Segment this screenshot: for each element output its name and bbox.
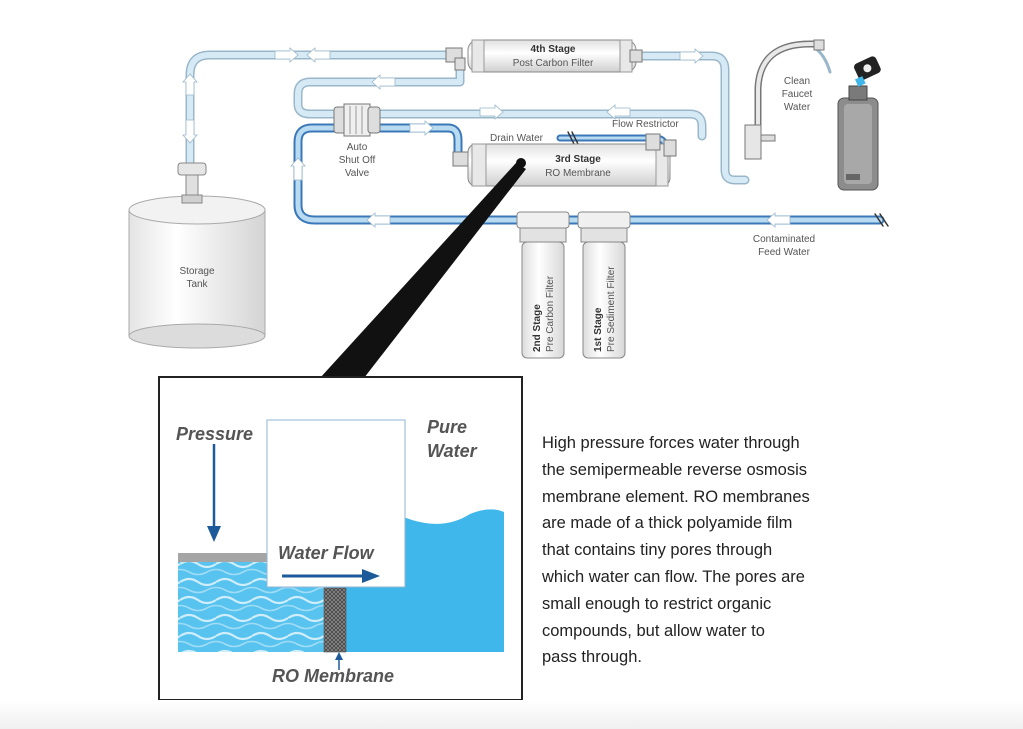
faucet-label-line3: Water xyxy=(784,102,811,113)
faucet-label-line1: Clean xyxy=(784,76,810,87)
inset-pure-water-line2: Water xyxy=(427,441,478,461)
stage1-pre-sediment-filter: 1st Stage Pre Sediment Filter xyxy=(577,211,631,359)
valve-label-line1: Auto xyxy=(347,142,368,153)
stage3-ro-membrane-housing: 3rd Stage RO Membrane xyxy=(452,133,677,187)
description-line: compounds, but allow water to xyxy=(542,621,765,640)
stage2-pre-carbon-filter: 2nd Stage Pre Carbon Filter xyxy=(516,211,570,359)
contaminated-label-line2: Feed Water xyxy=(758,247,811,258)
stage1-subtitle: Pre Sediment Filter xyxy=(606,266,617,352)
description-line: pass through. xyxy=(542,648,642,667)
storage-tank-label-line2: Tank xyxy=(186,279,208,290)
stage1-title: 1st Stage xyxy=(593,307,604,352)
faucet-label-line2: Faucet xyxy=(782,89,813,100)
flow-restrictor-label: Flow Restrictor xyxy=(612,119,679,130)
description-line: the semipermeable reverse osmosis xyxy=(542,460,808,479)
faucet: Clean Faucet Water xyxy=(744,39,825,160)
stage4-subtitle: Post Carbon Filter xyxy=(513,58,594,69)
storage-tank: Storage Tank xyxy=(128,162,266,349)
description-line: membrane element. RO membranes xyxy=(542,487,810,506)
description-line: which water can flow. The pores are xyxy=(542,567,805,586)
stage3-title: 3rd Stage xyxy=(555,154,601,165)
description-paragraph: High pressure forces water through the s… xyxy=(542,430,862,671)
description-line: High pressure forces water through xyxy=(542,434,800,452)
callout-pointer xyxy=(320,163,526,378)
bottom-fade xyxy=(0,700,1023,729)
stage2-title: 2nd Stage xyxy=(532,304,543,352)
inset-water-flow-label: Water Flow xyxy=(278,543,375,563)
valve-label-line2: Shut Off xyxy=(339,155,376,166)
valve-label-line3: Valve xyxy=(345,168,370,179)
storage-tank-label-line1: Storage xyxy=(179,266,214,277)
description-line: are made of a thick polyamide film xyxy=(542,514,793,533)
inset-pressure-label: Pressure xyxy=(176,424,253,444)
contaminated-label-line1: Contaminated xyxy=(753,234,815,245)
auto-shut-off-valve: Auto Shut Off Valve xyxy=(333,103,381,179)
stage3-subtitle: RO Membrane xyxy=(545,168,611,179)
flow-arrows xyxy=(182,47,791,228)
stage2-subtitle: Pre Carbon Filter xyxy=(545,275,556,352)
water-bottle xyxy=(837,56,881,191)
drain-water-label: Drain Water xyxy=(490,133,544,144)
description-line: small enough to restrict organic xyxy=(542,594,772,613)
description-line: that contains tiny pores through xyxy=(542,541,773,560)
stage4-title: 4th Stage xyxy=(530,44,575,55)
stage4-post-carbon-filter: 4th Stage Post Carbon Filter xyxy=(445,39,643,73)
inset-ro-membrane-label: RO Membrane xyxy=(272,666,394,686)
inset-pure-water-line1: Pure xyxy=(427,417,467,437)
ro-membrane-inset: Pressure Pure Water Water Flow RO Membra… xyxy=(158,376,523,701)
